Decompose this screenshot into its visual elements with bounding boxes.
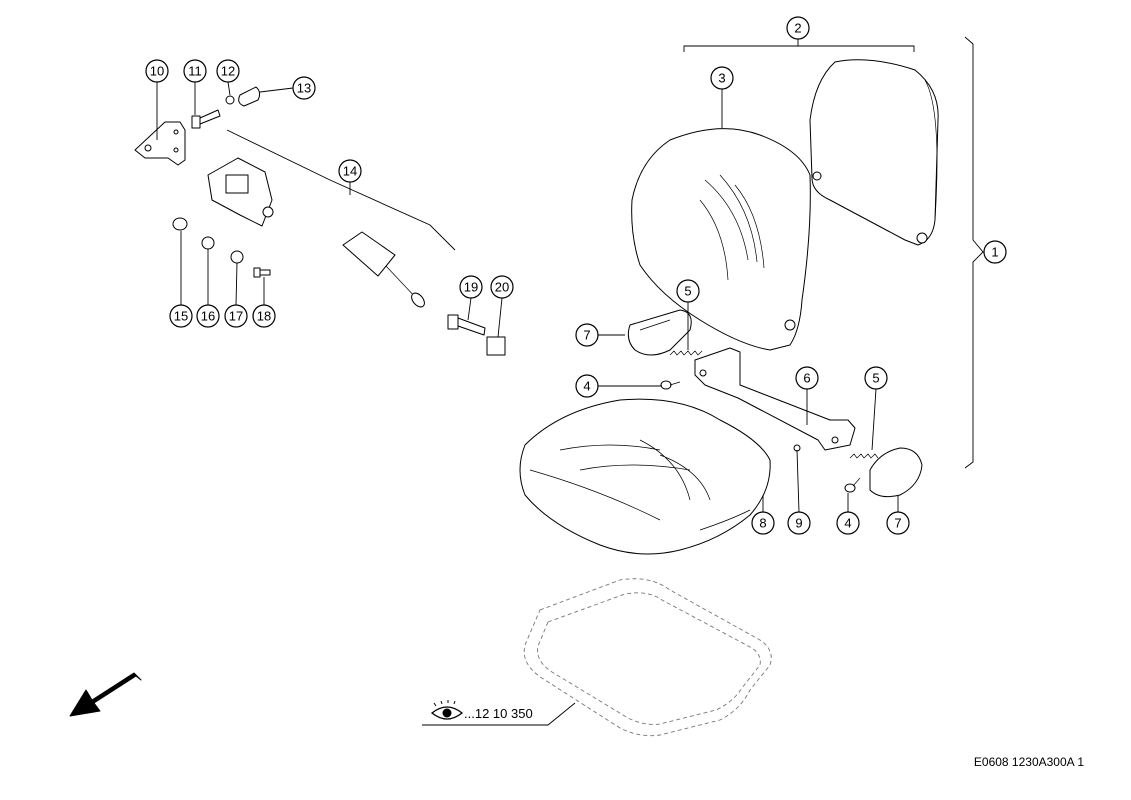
reference-text: ...12 10 350 [464, 706, 533, 721]
svg-text:7: 7 [583, 328, 590, 343]
svg-text:5: 5 [872, 371, 879, 386]
callout-4-left: 4 [575, 374, 599, 398]
callout-12: 12 [216, 59, 240, 83]
callout-18: 18 [252, 304, 276, 328]
knob-right [844, 477, 861, 493]
callout-9: 9 [787, 511, 811, 535]
assembly-bracket-2 [683, 39, 915, 52]
arrow-icon [69, 672, 142, 717]
callout-17: 17 [224, 304, 248, 328]
callout-15: 15 [169, 304, 193, 328]
armrest-right [869, 447, 923, 498]
callout-20: 20 [490, 275, 514, 299]
svg-text:18: 18 [257, 309, 271, 324]
assembly-bracket-1 [964, 36, 984, 469]
eye-icon [430, 700, 464, 720]
svg-text:12: 12 [221, 64, 235, 79]
callout-19: 19 [459, 275, 483, 299]
svg-text:1: 1 [991, 245, 998, 260]
seatbelt-buckle [207, 157, 274, 227]
callout-14: 14 [338, 159, 362, 183]
spacer-20 [486, 336, 506, 356]
svg-text:4: 4 [583, 379, 590, 394]
svg-text:4: 4 [844, 516, 851, 531]
callout-8: 8 [751, 511, 775, 535]
svg-text:11: 11 [188, 64, 202, 79]
callout-4-right: 4 [836, 511, 860, 535]
spring-right [849, 453, 879, 459]
svg-text:13: 13 [297, 81, 311, 96]
callout-6: 6 [795, 366, 819, 390]
knob-left [660, 380, 681, 390]
callout-3: 3 [710, 66, 734, 90]
backrest-shell [809, 59, 939, 246]
svg-text:5: 5 [684, 284, 691, 299]
callout-13: 13 [292, 76, 316, 100]
backrest-cushion [631, 128, 811, 351]
callout-7-right: 7 [886, 511, 910, 535]
seatbelt-tongue [342, 231, 425, 308]
spring-left [669, 350, 703, 356]
washer-12 [225, 95, 235, 105]
svg-text:19: 19 [464, 280, 478, 295]
callout-16: 16 [196, 304, 220, 328]
svg-text:6: 6 [803, 371, 810, 386]
callout-10: 10 [145, 59, 169, 83]
seat-pan-outline [523, 578, 772, 737]
svg-text:17: 17 [229, 309, 243, 324]
small-parts [172, 217, 271, 278]
mounting-plate [134, 121, 186, 166]
bolt-11 [191, 109, 221, 129]
svg-text:8: 8 [759, 516, 766, 531]
armrest-left [627, 309, 692, 356]
svg-text:15: 15 [174, 309, 188, 324]
callout-1: 1 [983, 240, 1007, 264]
svg-text:7: 7 [894, 516, 901, 531]
seat-cushion [519, 398, 771, 555]
callout-7-left: 7 [575, 323, 599, 347]
bolt-19 [447, 314, 486, 336]
svg-text:10: 10 [150, 64, 164, 79]
svg-text:16: 16 [201, 309, 215, 324]
callout-5-left: 5 [676, 279, 700, 303]
leaders [156, 81, 899, 513]
drawing-code: E0608 1230A300A 1 [974, 755, 1084, 769]
reference-label: ...12 10 350 [422, 700, 576, 726]
svg-text:14: 14 [343, 164, 357, 179]
armrest-bracket [694, 347, 856, 451]
sleeve-13 [238, 86, 261, 107]
callout-5-right: 5 [864, 366, 888, 390]
callout-2: 2 [786, 16, 810, 40]
svg-text:3: 3 [718, 71, 725, 86]
svg-text:9: 9 [795, 516, 802, 531]
svg-text:20: 20 [495, 280, 509, 295]
callout-11: 11 [183, 59, 207, 83]
svg-text:2: 2 [794, 21, 801, 36]
